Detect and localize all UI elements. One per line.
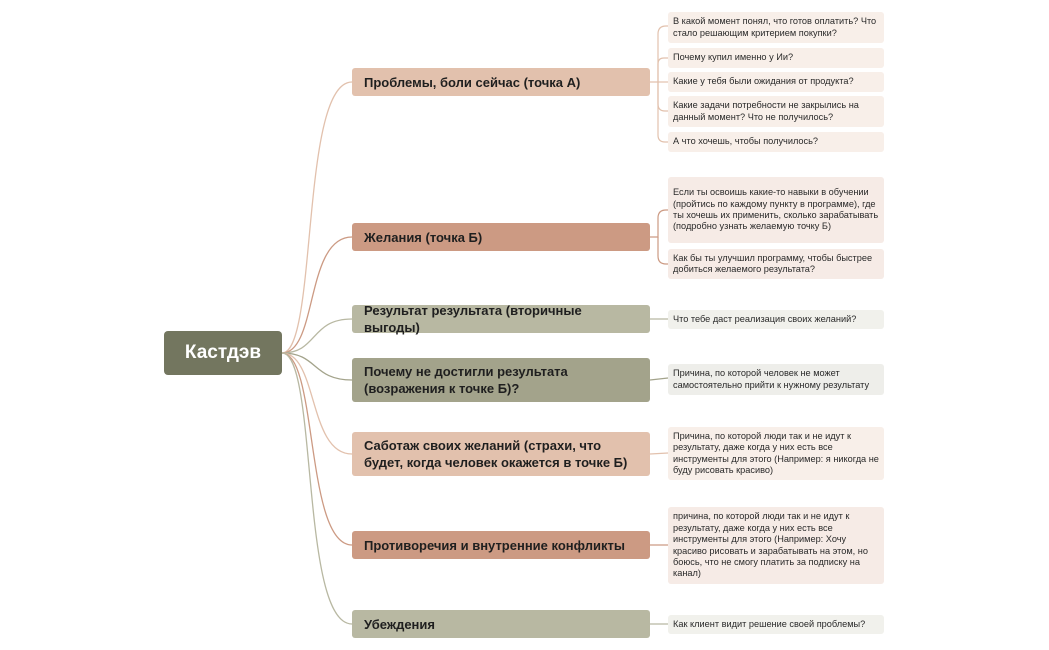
link-b0-c1 (657, 57, 668, 82)
leaf-text: Причина, по которой человек не может сам… (673, 368, 870, 390)
link-root-branch-0 (281, 81, 353, 354)
link-b1-c0 (650, 209, 668, 238)
link-b4-c0 (649, 452, 669, 455)
link-root-branch-2 (281, 318, 353, 354)
leaf-node[interactable]: Какие задачи потребности не закрылись на… (668, 96, 884, 127)
leaf-node[interactable]: Причина, по которой человек не может сам… (668, 364, 884, 395)
link-root-branch-4 (281, 352, 353, 455)
branch-node-desires[interactable]: Желания (точка Б) (352, 223, 650, 251)
leaf-node[interactable]: Что тебе даст реализация своих желаний? (668, 310, 884, 329)
leaf-text: Какие задачи потребности не закрылись на… (673, 100, 859, 122)
branch-label: Почему не достигли результата (возражени… (364, 364, 568, 396)
link-root-branch-1 (281, 236, 353, 354)
branch-node-objections[interactable]: Почему не достигли результата (возражени… (352, 358, 650, 402)
leaf-node[interactable]: Как клиент видит решение своей проблемы? (668, 615, 884, 634)
branch-label: Проблемы, боли сейчас (точка А) (364, 74, 581, 90)
leaf-text: Причина, по которой люди так и не идут к… (673, 430, 879, 475)
link-root-branch-3 (281, 352, 353, 381)
branch-node-beliefs[interactable]: Убеждения (352, 610, 650, 638)
link-b0-c3 (657, 82, 668, 112)
branch-node-conflicts[interactable]: Противоречия и внутренние конфликты (352, 531, 650, 559)
root-node[interactable]: Кастдэв (164, 331, 282, 375)
leaf-node[interactable]: Какие у тебя были ожидания от продукта? (668, 72, 884, 92)
leaf-node[interactable]: Если ты освоишь какие-то навыки в обучен… (668, 177, 884, 243)
leaf-text: Почему купил именно у Ии? (673, 52, 794, 63)
branch-label: Убеждения (364, 616, 435, 632)
leaf-text: причина, по которой люди так и не идут к… (673, 511, 868, 579)
leaf-node[interactable]: В какой момент понял, что готов оплатить… (668, 12, 884, 43)
link-root-branch-6 (281, 352, 353, 625)
branch-label: Результат результата (вторичные выгоды) (364, 303, 582, 335)
leaf-text: Если ты освоишь какие-то навыки в обучен… (673, 187, 879, 232)
branch-node-secondary-benefits[interactable]: Результат результата (вторичные выгоды) (352, 303, 650, 335)
link-b1-c1 (657, 237, 668, 265)
leaf-node[interactable]: причина, по которой люди так и не идут к… (668, 507, 884, 584)
link-b0-c0 (650, 25, 668, 83)
leaf-text: Как бы ты улучшил программу, чтобы быстр… (673, 252, 873, 274)
leaf-text: А что хочешь, чтобы получилось? (673, 136, 819, 147)
branch-label: Саботаж своих желаний (страхи, что будет… (364, 438, 628, 470)
leaf-text: В какой момент понял, что готов оплатить… (673, 16, 877, 38)
branch-label: Желания (точка Б) (364, 229, 483, 245)
link-b0-c4 (657, 82, 668, 143)
leaf-text: Какие у тебя были ожидания от продукта? (673, 76, 854, 87)
leaf-node[interactable]: Как бы ты улучшил программу, чтобы быстр… (668, 249, 884, 279)
leaf-node[interactable]: А что хочешь, чтобы получилось? (668, 132, 884, 152)
leaf-text: Как клиент видит решение своей проблемы? (673, 618, 866, 629)
leaf-node[interactable]: Почему купил именно у Ии? (668, 48, 884, 68)
link-b3-c0 (649, 377, 669, 381)
leaf-node[interactable]: Причина, по которой люди так и не идут к… (668, 427, 884, 480)
branch-node-problems[interactable]: Проблемы, боли сейчас (точка А) (352, 68, 650, 96)
link-root-branch-5 (281, 352, 353, 546)
branch-node-sabotage[interactable]: Саботаж своих желаний (страхи, что будет… (352, 432, 650, 476)
root-label: Кастдэв (184, 342, 262, 363)
branch-label: Противоречия и внутренние конфликты (364, 537, 625, 553)
leaf-text: Что тебе даст реализация своих желаний? (673, 313, 857, 324)
